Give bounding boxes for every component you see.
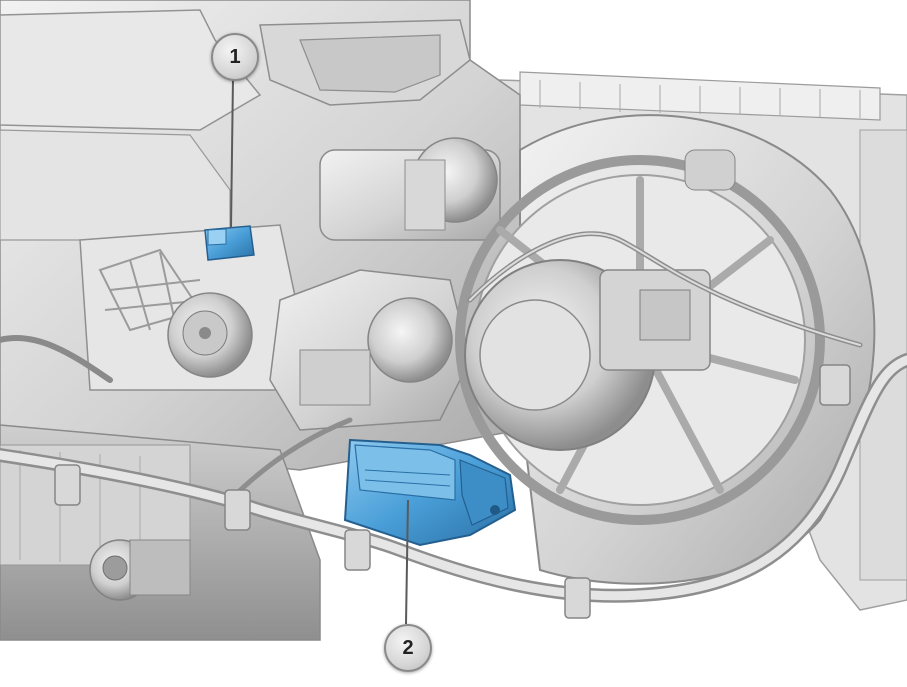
callout-label: 1 — [229, 45, 241, 68]
pipe-clips — [54, 364, 851, 619]
pipe-lines — [0, 231, 907, 603]
left-actuator — [79, 224, 301, 391]
callout-label: 2 — [402, 636, 414, 659]
blower-final-stage-unit — [343, 438, 517, 547]
callout-leader-lines — [230, 76, 409, 625]
leader-line-2 — [405, 499, 409, 625]
lower-vent — [89, 539, 191, 601]
blower-housing — [455, 114, 876, 585]
callout-badge-1: 1 — [211, 33, 259, 81]
center-actuators — [269, 137, 501, 431]
leader-line-1 — [230, 76, 234, 229]
blue-sensor-small — [204, 225, 255, 261]
callout-badge-2: 2 — [384, 624, 432, 672]
